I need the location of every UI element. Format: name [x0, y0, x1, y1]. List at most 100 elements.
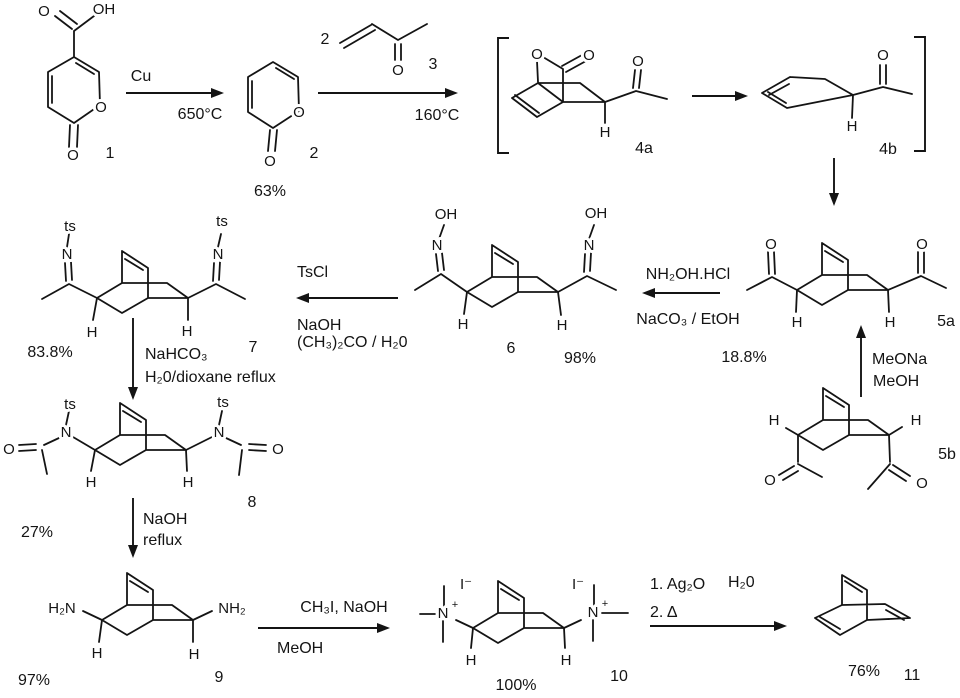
atom-nh2-label: NH₂ — [218, 600, 246, 617]
arrow-step-2b — [692, 91, 748, 101]
atom-h2n-label: H₂N — [48, 600, 76, 617]
compound-8-bisamide: ts ts N N O O H H 8 27% — [0, 391, 287, 541]
open-bracket — [497, 37, 509, 154]
compound-7-substituents — [41, 233, 246, 321]
atom-ts-label: ts — [64, 396, 76, 413]
arrow-beckmann: NaHCO₃ H₂0/dioxane reflux — [128, 318, 276, 400]
arrow-head — [445, 88, 458, 98]
compound-7-number: 7 — [249, 339, 258, 356]
close-bracket — [914, 36, 926, 152]
atom-oh-label: OH — [435, 206, 458, 223]
condition-delta: 2. Δ — [650, 604, 678, 621]
compound-4a: O O O H 4a — [497, 37, 668, 157]
atom-o-label: O — [765, 236, 777, 253]
compound-4b-number: 4b — [879, 141, 897, 158]
compound-3-number: 3 — [429, 56, 438, 73]
atom-h-label: H — [458, 316, 469, 333]
condition-ag2o: 1. Ag₂O — [650, 576, 705, 593]
arrow-head — [128, 545, 138, 558]
compound-10-yield: 100% — [496, 677, 537, 694]
condition-meoh: MeOH — [873, 373, 919, 390]
atom-o-label: O — [531, 46, 543, 63]
atom-n-label: N — [588, 604, 599, 621]
atom-n-label: N — [214, 424, 225, 441]
atom-ts-label: ts — [64, 218, 76, 235]
compound-5b-core — [797, 387, 890, 451]
atom-h-label: H — [466, 652, 477, 669]
arrow-head — [735, 91, 748, 101]
atom-o-label: O — [916, 236, 928, 253]
atom-h-label: H — [557, 317, 568, 334]
compound-10-number: 10 — [610, 668, 628, 685]
condition-naco3: NaCO₃ / EtOH — [636, 311, 739, 328]
condition-tscl: TsCl — [297, 264, 328, 281]
arrow-head — [128, 387, 138, 400]
atom-ts-label: ts — [216, 213, 228, 230]
arrow-head — [377, 623, 390, 633]
atom-o-label: O — [583, 47, 595, 64]
compound-7-yield: 83.8% — [27, 344, 72, 361]
condition-160c: 160°C — [415, 107, 460, 124]
atom-h-label: H — [911, 412, 922, 429]
arrow-head — [211, 88, 224, 98]
atom-o-label: O — [95, 99, 107, 116]
compound-6-number: 6 — [507, 340, 516, 357]
compound-11-barrelene: 76% 11 — [814, 574, 921, 684]
plus-charge: + — [602, 598, 608, 610]
compound-7-bistosyloxime: ts ts N N H H 83.8% 7 — [27, 210, 258, 361]
atom-o-label: O — [293, 104, 305, 121]
atom-h-label: H — [183, 474, 194, 491]
atom-o-label: O — [264, 153, 276, 170]
atom-n-label: N — [584, 237, 595, 254]
compound-5b-substituents — [778, 426, 911, 490]
compound-5b-number: 5b — [938, 446, 956, 463]
condition-reflux: reflux — [143, 532, 182, 549]
compound-5a-diketone: O O H H 5a — [746, 233, 955, 334]
atom-h-label: H — [792, 314, 803, 331]
compound-9-diamine: H₂N NH₂ H H 97% 9 — [18, 572, 249, 689]
atom-n-label: N — [213, 246, 224, 263]
atom-h-label: H — [600, 124, 611, 141]
arrow-oximation: NH₂OH.HCl NaCO₃ / EtOH 18.8% — [636, 266, 766, 366]
atom-o-label: O — [3, 441, 15, 458]
arrow-step-2: 160°C — [318, 88, 459, 124]
condition-ch3i: CH₃I, NaOH — [300, 599, 387, 616]
compound-5a-substituents — [746, 251, 947, 313]
compound-9-core — [101, 572, 194, 636]
atom-n-label: N — [61, 424, 72, 441]
atom-o-label: O — [392, 62, 404, 79]
arrow-hydrolysis: NaOH reflux — [128, 498, 187, 558]
atom-o-label: O — [916, 475, 928, 492]
compound-11-bonds — [814, 574, 911, 636]
arrow-methylation: CH₃I, NaOH MeOH — [258, 599, 390, 657]
iodide-label: I⁻ — [572, 576, 584, 593]
compound-2-bonds — [247, 61, 300, 152]
compound-5a-core — [796, 242, 889, 306]
arrow-head — [296, 293, 309, 303]
arrow-step-2c — [829, 158, 839, 206]
compound-6-yield: 98% — [564, 350, 596, 367]
compound-11-yield: 76% — [848, 663, 880, 680]
atom-oh-label: OH — [93, 1, 116, 18]
arrow-head — [856, 325, 866, 338]
compound-10-substituents — [419, 584, 629, 649]
atom-o-label: O — [67, 147, 79, 164]
atom-n-label: N — [432, 237, 443, 254]
arrow-head — [642, 288, 655, 298]
compound-4a-bonds — [511, 54, 668, 124]
compound-1-bonds — [47, 10, 101, 148]
arrow-epimerization: MeONa MeOH — [856, 325, 927, 397]
compound-1-coumalic-acid: O OH O O 1 — [35, 0, 118, 167]
condition-meona: MeONa — [872, 351, 927, 368]
compound-9-yield: 97% — [18, 672, 50, 689]
compound-6-core — [466, 244, 559, 308]
compound-4b-bonds — [761, 64, 913, 119]
compound-8-number: 8 — [248, 494, 257, 511]
condition-650c: 650°C — [178, 106, 223, 123]
compound-8-substituents — [18, 410, 267, 476]
atom-o-label: O — [877, 47, 889, 64]
compound-11-number: 11 — [904, 667, 921, 684]
atom-o-label: O — [632, 53, 644, 70]
atom-n-label: N — [438, 605, 449, 622]
